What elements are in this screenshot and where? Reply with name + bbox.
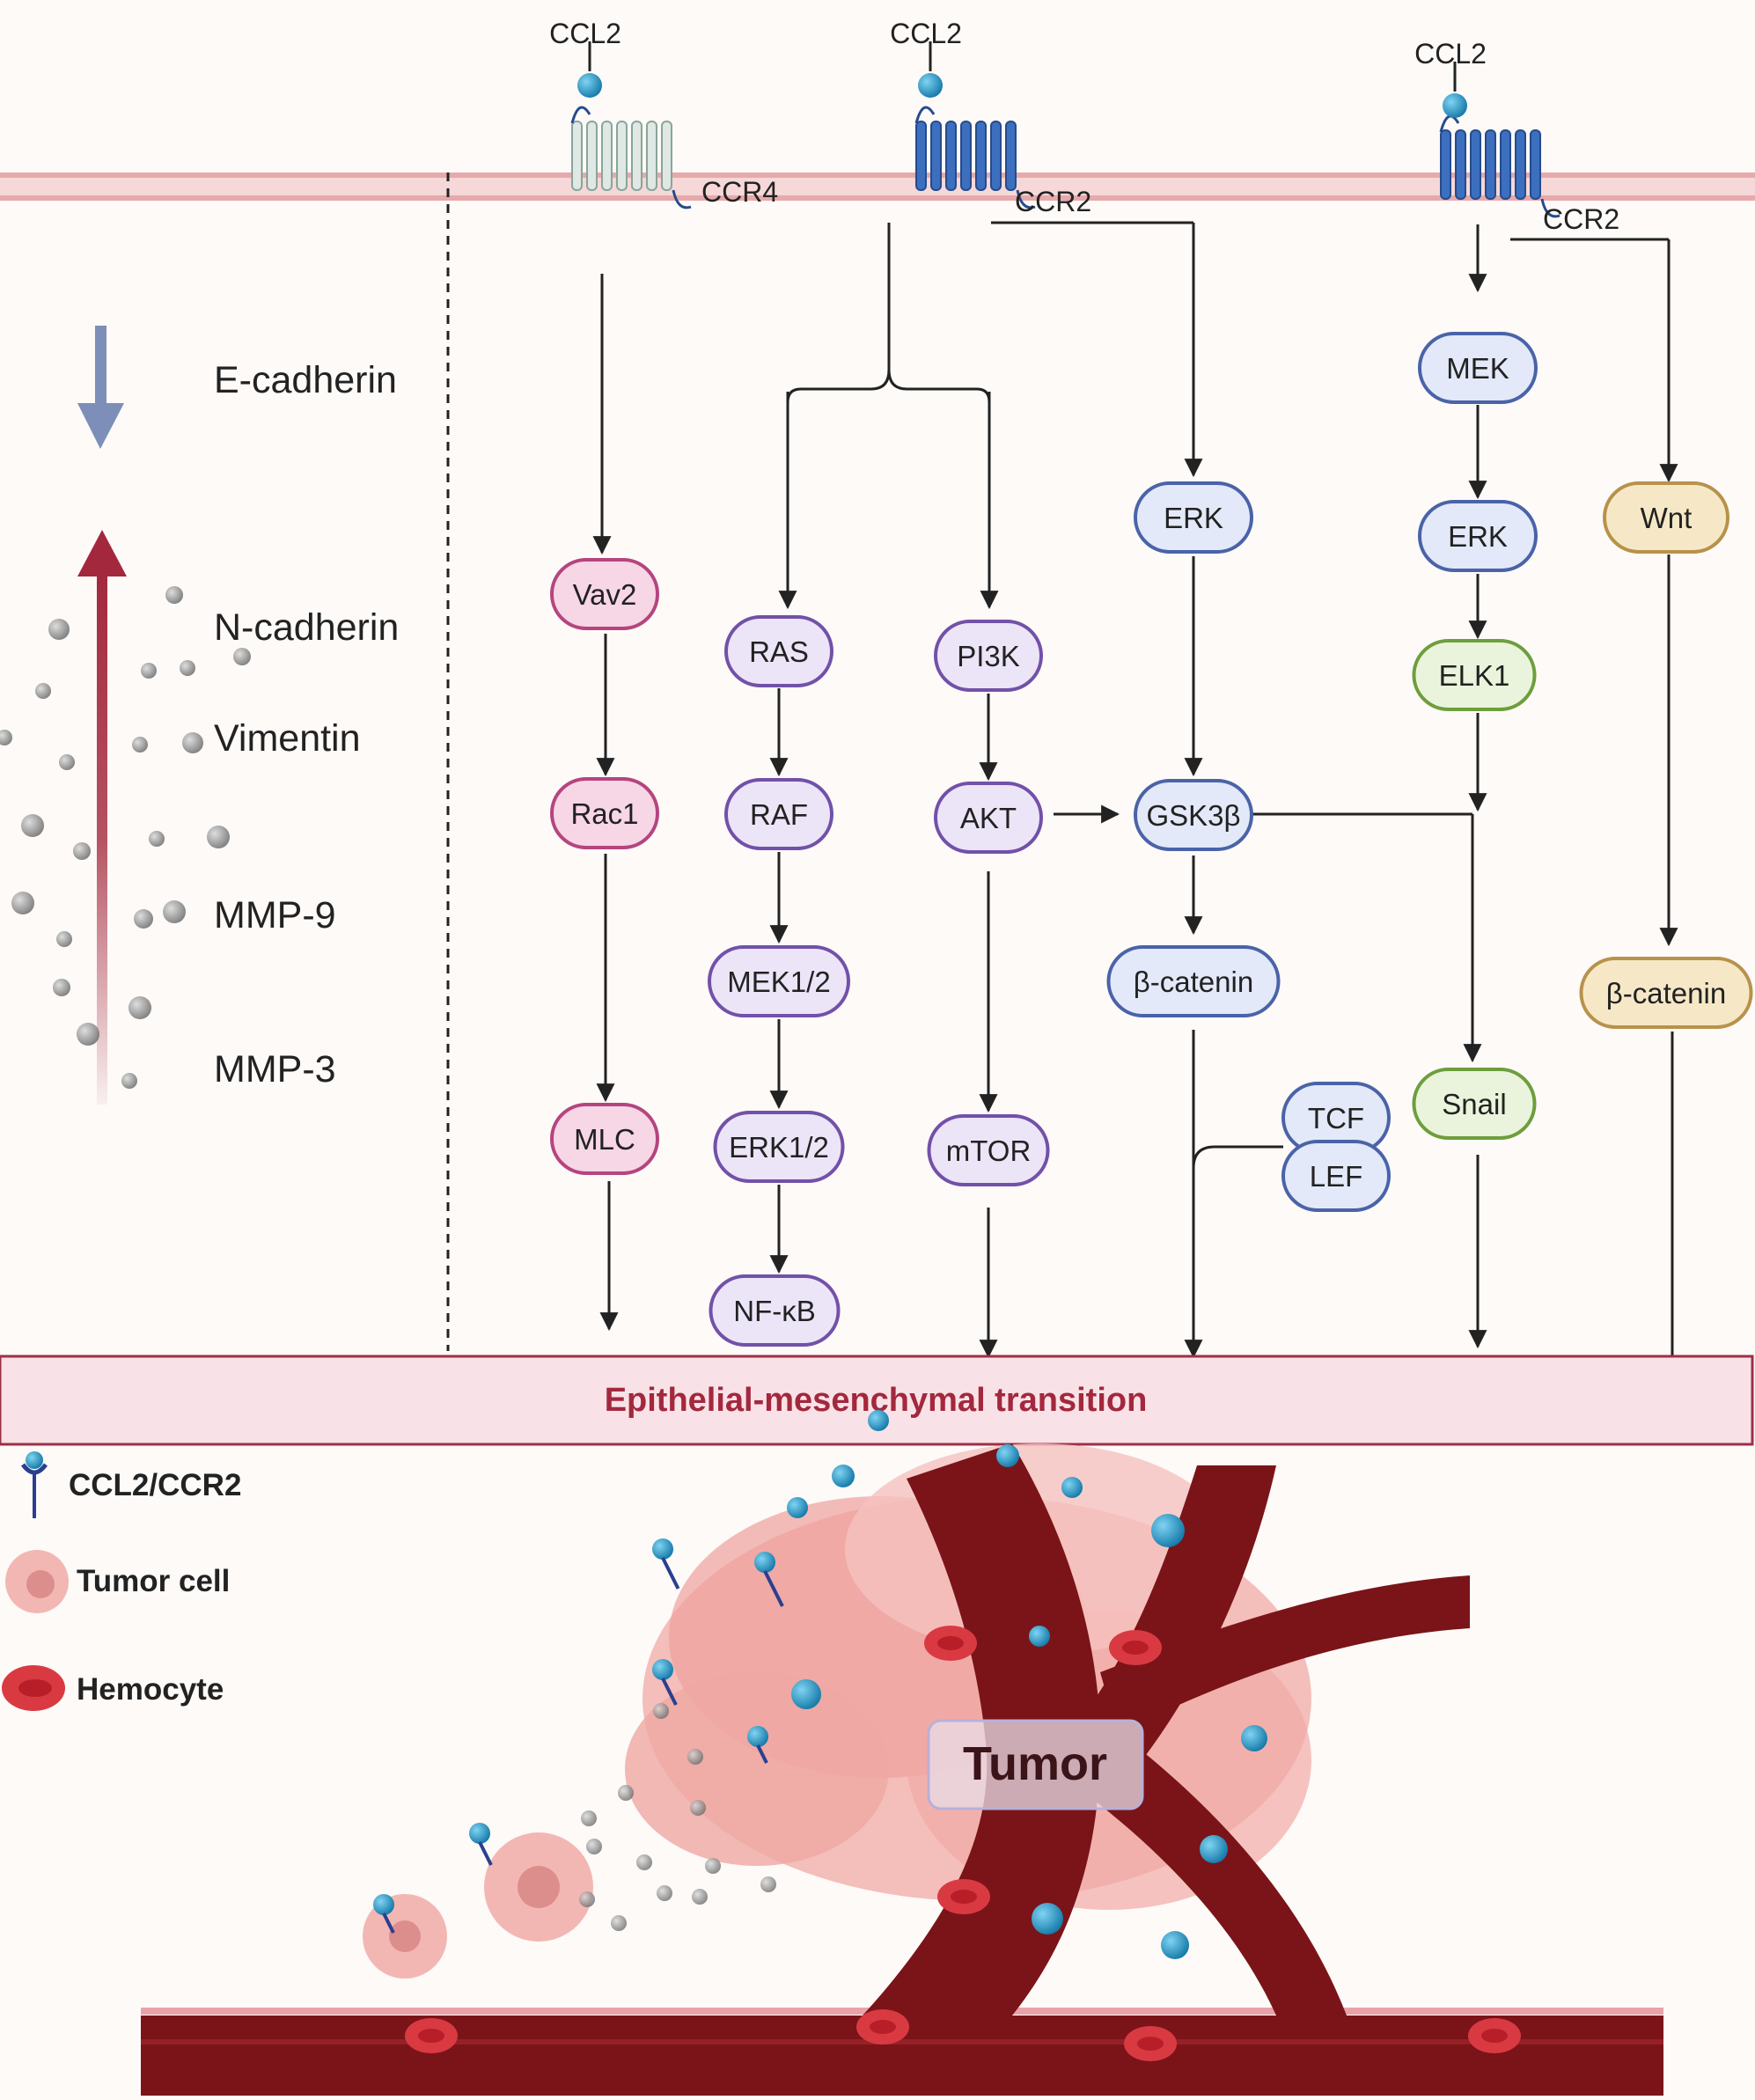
- receptor-icon: [754, 1552, 775, 1573]
- node-label: mTOR: [946, 1134, 1032, 1167]
- node-wnt: Wnt: [1603, 481, 1729, 554]
- node-label: GSK3β: [1146, 799, 1240, 832]
- increase-arrow: [77, 530, 127, 1105]
- ccl2-ligand-icon: [1241, 1725, 1267, 1751]
- node-label: RAF: [750, 798, 808, 831]
- node-mek: MEK: [1418, 332, 1538, 404]
- marker-mmp3: MMP-3: [214, 1048, 336, 1090]
- node-label: Rac1: [570, 797, 638, 830]
- ccl2-ligand-icon: [791, 1679, 821, 1709]
- node-label: AKT: [960, 802, 1017, 834]
- node-pi3k: PI3K: [934, 620, 1043, 692]
- ccl2-ligand-icon: [1151, 1514, 1185, 1547]
- detached-tumor-cell: [484, 1832, 593, 1942]
- ccl2-ligand-icon: [996, 1444, 1019, 1467]
- node-elk1: ELK1: [1412, 639, 1537, 711]
- node-label: MEK: [1446, 352, 1509, 385]
- node-label: β-catenin: [1134, 966, 1253, 998]
- legend-receptor-label: CCL2/CCR2: [69, 1468, 241, 1502]
- node-label: PI3K: [957, 640, 1020, 672]
- ccl2-ligand-icon: [1200, 1835, 1228, 1863]
- legend: CCL2/CCR2 Tumor cell Hemocyte: [2, 1451, 241, 1711]
- legend-tumor-cell-icon: [5, 1550, 69, 1613]
- receptor-label: CCR4: [701, 176, 778, 208]
- ccl2-ligand-icon: [918, 73, 943, 98]
- node-label: β-catenin: [1606, 977, 1726, 1010]
- legend-hemocyte-icon: [2, 1665, 65, 1711]
- legend-tumor-cell-label: Tumor cell: [77, 1564, 230, 1598]
- receptor-label: CCR2: [1543, 203, 1619, 235]
- node-label: Wnt: [1641, 502, 1693, 534]
- marker-vimentin: Vimentin: [214, 717, 361, 760]
- node-gsk3b: GSK3β: [1134, 779, 1253, 851]
- legend-hemocyte-label: Hemocyte: [77, 1672, 224, 1707]
- ligand-label: CCL2: [549, 18, 621, 49]
- receptor-icon: [373, 1894, 394, 1915]
- node-label: Vav2: [573, 578, 637, 611]
- receptor-label: CCR2: [1015, 186, 1091, 217]
- tumor-extras: [373, 1410, 1521, 2061]
- decrease-arrow: [77, 326, 124, 449]
- ligand-label: CCL2: [890, 18, 962, 49]
- node-label: LEF: [1310, 1160, 1363, 1193]
- ccl2-ligand-icon: [832, 1465, 855, 1487]
- tumor-label-box: [927, 1719, 1144, 1810]
- node-raf: RAF: [724, 778, 833, 850]
- ccl2-ligand-icon: [1061, 1477, 1083, 1498]
- ccl2-ligand-icon: [1029, 1626, 1050, 1647]
- emt-bar: Epithelial-mesenchymal transition: [0, 1355, 1754, 1446]
- mmp-particles: [0, 586, 251, 1089]
- marker-mmp9: MMP-9: [214, 894, 336, 936]
- marker-n-cadherin: N-cadherin: [214, 606, 399, 649]
- pathway-connectors: [592, 221, 1682, 1420]
- node-akt: AKT: [934, 782, 1043, 854]
- tumor-illustration: Tumor: [141, 1410, 1663, 2096]
- ccl2-ligand-icon: [787, 1497, 808, 1518]
- node-label: ERK: [1164, 502, 1223, 534]
- node-bcat-a: β-catenin: [1106, 945, 1281, 1017]
- legend-receptor-icon: [20, 1451, 48, 1518]
- tumor-label: Tumor: [963, 1737, 1107, 1790]
- ccl2-ligand-icon: [577, 73, 602, 98]
- ccl2-ligand-icon: [868, 1410, 889, 1431]
- node-mek12: MEK1/2: [708, 945, 850, 1017]
- node-label: MEK1/2: [727, 966, 830, 998]
- node-erk12: ERK1/2: [713, 1111, 845, 1183]
- node-mtor: mTOR: [927, 1114, 1050, 1186]
- node-label: NF-κB: [733, 1295, 816, 1327]
- node-snail: Snail: [1412, 1068, 1537, 1140]
- receptor-icon: [652, 1538, 673, 1560]
- node-label: Snail: [1442, 1088, 1506, 1120]
- node-bcat-b: β-catenin: [1579, 957, 1753, 1029]
- node-label: TCF: [1308, 1102, 1364, 1134]
- node-lef: LEF: [1281, 1140, 1391, 1212]
- node-vav2: Vav2: [550, 558, 659, 630]
- marker-e-cadherin: E-cadherin: [214, 359, 397, 401]
- receptor-icon: [469, 1823, 490, 1844]
- receptor-icon: [747, 1726, 768, 1747]
- node-label: RAS: [749, 635, 809, 668]
- node-ras: RAS: [724, 615, 833, 687]
- node-label: MLC: [574, 1123, 635, 1156]
- node-label: ERK: [1448, 520, 1508, 553]
- node-label: ERK1/2: [729, 1131, 829, 1164]
- node-label: ELK1: [1439, 659, 1510, 692]
- ligand-label: CCL2: [1414, 38, 1487, 70]
- node-erk-b: ERK: [1418, 500, 1538, 572]
- node-erk-a: ERK: [1134, 481, 1253, 554]
- node-nfkb: NF-κB: [709, 1274, 841, 1347]
- node-rac1: Rac1: [550, 777, 659, 849]
- ccl2-ligand-icon: [1032, 1903, 1063, 1935]
- node-mlc: MLC: [550, 1103, 659, 1175]
- ccl2-ligand-icon: [1443, 93, 1467, 118]
- receptor-icon: [652, 1659, 673, 1680]
- ccl2-ligand-icon: [1161, 1931, 1189, 1959]
